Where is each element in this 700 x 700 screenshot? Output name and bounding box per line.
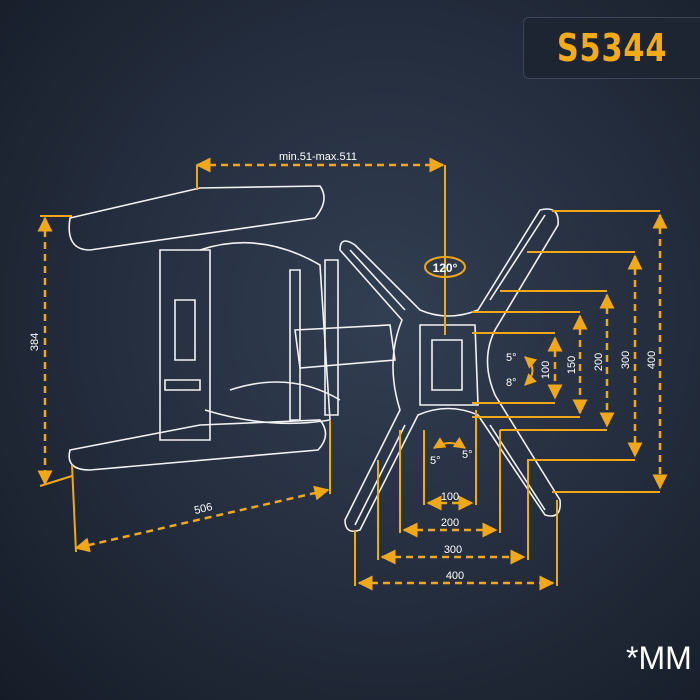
tilt-up-label: 5° — [506, 352, 517, 364]
rotate-left-label: 5° — [430, 455, 441, 467]
model-badge: S5344 — [523, 17, 700, 79]
vesa-v-200-label: 200 — [593, 353, 605, 371]
vesa-vertical-dimensions: 100 150 200 300 400 — [472, 210, 668, 493]
rotate-right-label: 5° — [462, 449, 473, 461]
arm-extension-dimension: min.51-max.511 — [195, 151, 446, 335]
height-dimension: 384 — [29, 215, 73, 487]
height-label: 384 — [29, 333, 41, 351]
vesa-horizontal-dimensions: 100 200 300 400 — [354, 410, 558, 591]
width-label: 506 — [193, 501, 214, 517]
arm-extension-label: min.51-max.511 — [279, 151, 357, 163]
swivel-indicator: 120° — [424, 256, 466, 278]
vesa-h-100-label: 100 — [441, 491, 459, 503]
vesa-v-400-label: 400 — [646, 351, 658, 369]
vesa-v-150-label: 150 — [566, 356, 578, 374]
unit-note: *MM — [626, 640, 692, 676]
wall-plate — [68, 185, 327, 471]
vesa-h-400-label: 400 — [446, 570, 464, 582]
vesa-v-300-label: 300 — [620, 351, 632, 369]
rotation-indicator: 5° 5° — [430, 437, 473, 467]
vesa-h-300-label: 300 — [444, 544, 462, 556]
width-dimension: 506 — [71, 420, 331, 553]
tilt-down-label: 8° — [506, 377, 517, 389]
vesa-h-200-label: 200 — [441, 517, 459, 529]
arm — [199, 241, 396, 425]
swivel-label: 120° — [433, 261, 458, 275]
vesa-v-100-label: 100 — [540, 361, 552, 379]
model-number: S5344 — [557, 26, 668, 70]
tilt-indicator: 5° 8° — [506, 352, 538, 389]
